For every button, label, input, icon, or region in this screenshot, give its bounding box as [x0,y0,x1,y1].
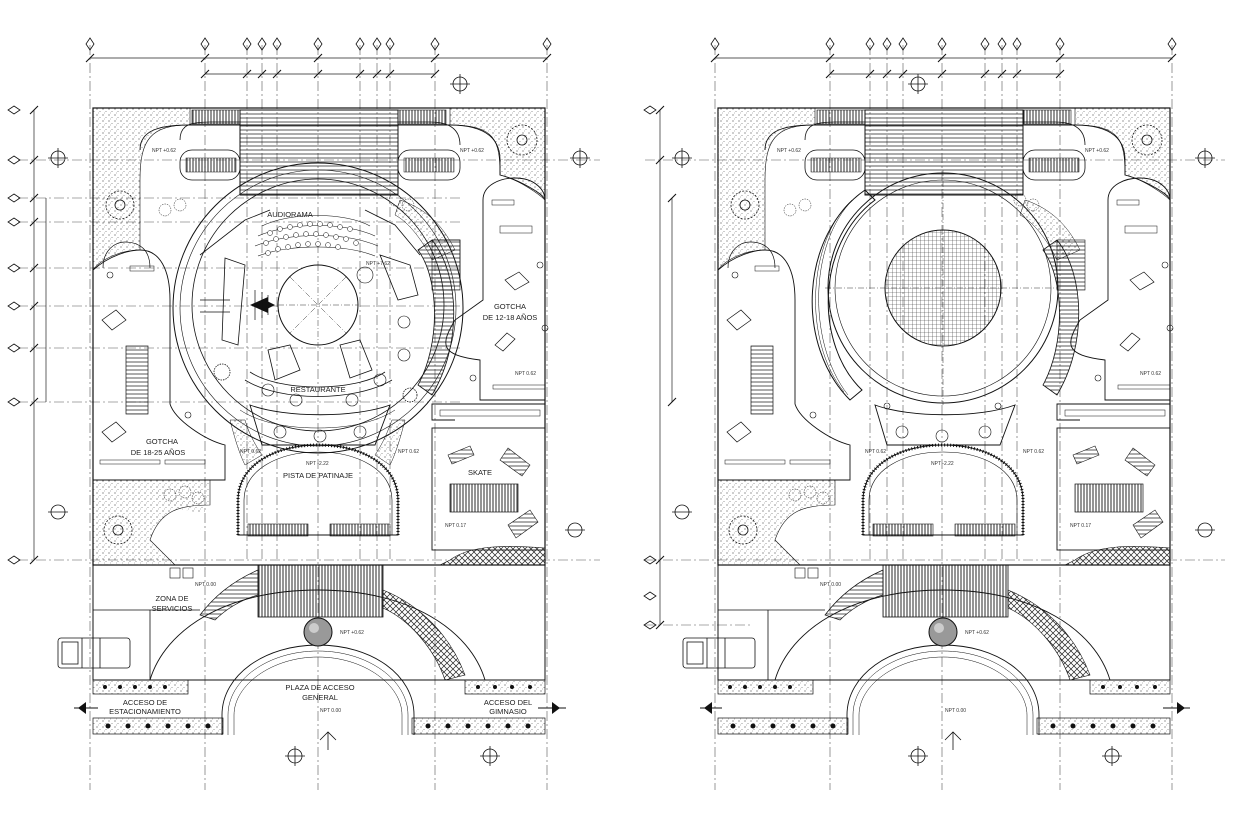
level-mark: NPT 0.17 [1070,523,1091,529]
label-audiorama: AUDIORAMA [267,210,312,219]
level-mark: NPT 0.17 [445,523,466,529]
level-mark: NPT +0.62 [460,148,484,154]
label-restaurante: RESTAURANTE [290,385,345,394]
right-floor-plan: NPT +0.62 NPT +0.62 NPT 0.62 NPT 0.62 NP… [643,37,1225,790]
car-icon [682,637,756,669]
label-acceso-gimnasio: ACCESO DEL [484,698,532,707]
level-mark: NPT 0.00 [195,582,216,588]
level-mark: NPT +0.62 [777,148,801,154]
level-mark: NPT 0.62 [865,449,886,455]
level-mark: NPT -2.22 [306,461,329,467]
label-acceso-estacionamiento-2: ESTACIONAMIENTO [109,707,181,716]
level-mark: NPT +0.62 [340,630,364,636]
label-acceso-estacionamiento: ACCESO DE [123,698,167,707]
label-gotcha-12-18: GOTCHA [494,302,526,311]
level-mark: NPT +0.62 [1085,148,1109,154]
level-mark: NPT 0.62 [1023,449,1044,455]
label-gotcha-18-25: GOTCHA [146,437,178,446]
level-mark: NPT -2.22 [931,461,954,467]
label-pista-patinaje: PISTA DE PATINAJE [283,471,353,480]
section-marker-icon [48,74,590,766]
label-gotcha-18-25-age: DE 18-25 AÑOS [131,448,186,457]
section-marker-icon [672,74,1215,766]
level-mark: NPT +7.62 [366,261,390,267]
level-mark: NPT 0.62 [398,449,419,455]
level-mark: NPT 0.62 [240,449,261,455]
level-mark: NPT +0.62 [152,148,176,154]
label-plaza-acceso-2: GENERAL [302,693,338,702]
left-floor-plan: AUDIORAMA RESTAURANTE GOTCHA DE 18-25 AÑ… [7,37,600,790]
level-mark: NPT +0.62 [965,630,989,636]
car-icon [57,637,131,669]
label-acceso-gimnasio-2: GIMNASIO [489,707,527,716]
label-zona-servicios: ZONA DE [156,594,189,603]
level-mark: NPT 0.00 [820,582,841,588]
level-mark: NPT 0.00 [945,708,966,714]
label-plaza-acceso: PLAZA DE ACCESO [285,683,354,692]
level-mark: NPT 0.62 [515,371,536,377]
label-gotcha-12-18-age: DE 12-18 AÑOS [483,313,538,322]
level-mark: NPT 0.62 [1140,371,1161,377]
label-skate: SKATE [468,468,492,477]
level-mark: NPT 0.00 [320,708,341,714]
label-zona-servicios-2: SERVICIOS [152,604,193,613]
